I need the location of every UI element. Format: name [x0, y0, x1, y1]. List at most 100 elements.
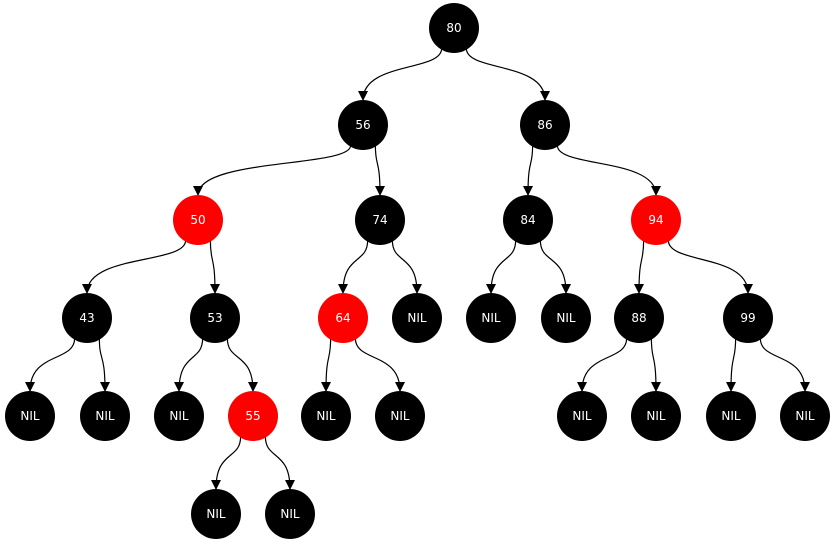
tree-node-n74: 74 [355, 195, 405, 245]
tree-node-nil99l: NIL [706, 391, 756, 441]
black-node-circle [355, 195, 405, 245]
tree-node-n55: 55 [228, 391, 278, 441]
tree-node-nil43l: NIL [5, 391, 55, 441]
tree-node-n86: 86 [520, 100, 570, 150]
node-label: 56 [355, 118, 370, 132]
tree-node-n64: 64 [318, 293, 368, 343]
black-node-circle [190, 293, 240, 343]
node-label: 94 [648, 213, 663, 227]
black-node-circle [375, 391, 425, 441]
edge-n43-nil43r [98, 338, 110, 392]
black-node-circle [723, 293, 773, 343]
tree-node-n99: 99 [723, 293, 773, 343]
black-node-circle [62, 293, 112, 343]
node-label: NIL [95, 409, 115, 423]
tree-node-n50: 50 [173, 195, 223, 245]
tree-node-nil99r: NIL [780, 391, 830, 441]
node-label: NIL [646, 409, 666, 423]
node-label: 88 [631, 311, 646, 325]
black-node-circle [392, 293, 442, 343]
tree-node-n53: 53 [190, 293, 240, 343]
black-node-circle [466, 293, 516, 343]
tree-node-nil88r: NIL [631, 391, 681, 441]
node-label: 53 [207, 311, 222, 325]
edge-n50-n43 [82, 240, 187, 294]
edge-n64-nil64l [321, 338, 332, 392]
tree-node-nil43r: NIL [80, 391, 130, 441]
node-label: 55 [245, 409, 260, 423]
tree-node-nil88l: NIL [557, 391, 607, 441]
tree-node-nil74r: NIL [392, 293, 442, 343]
node-label: NIL [390, 409, 410, 423]
edge-n99-nil99r [759, 338, 810, 392]
edge-layer [25, 48, 810, 490]
node-label: NIL [721, 409, 741, 423]
black-node-circle [429, 3, 479, 53]
node-label: 80 [446, 21, 461, 35]
tree-node-n80: 80 [429, 3, 479, 53]
black-node-circle [520, 100, 570, 150]
edge-n99-nil99l [726, 338, 737, 392]
edge-n84-nil84r [539, 240, 571, 294]
red-node-circle [631, 195, 681, 245]
black-node-circle [780, 391, 830, 441]
red-node-circle [228, 391, 278, 441]
black-node-circle [541, 293, 591, 343]
tree-node-nil84r: NIL [541, 293, 591, 343]
black-node-circle [5, 391, 55, 441]
edge-n94-n99 [667, 240, 753, 294]
red-node-circle [173, 195, 223, 245]
node-label: NIL [206, 507, 226, 521]
node-label: NIL [407, 311, 427, 325]
tree-node-nil53l: NIL [154, 391, 204, 441]
black-node-circle [614, 293, 664, 343]
red-node-circle [318, 293, 368, 343]
tree-node-n56: 56 [338, 100, 388, 150]
black-node-circle [80, 391, 130, 441]
node-label: 64 [335, 311, 350, 325]
black-node-circle [503, 195, 553, 245]
tree-node-nil84l: NIL [466, 293, 516, 343]
node-label: 99 [740, 311, 755, 325]
edge-n53-nil53l [174, 338, 204, 392]
edge-n86-n94 [556, 145, 661, 196]
black-node-circle [631, 391, 681, 441]
tree-node-nil64r: NIL [375, 391, 425, 441]
node-label: NIL [280, 507, 300, 521]
edge-n55-nil55l [211, 436, 242, 490]
edge-n80-n56 [358, 48, 443, 101]
node-label: NIL [20, 409, 40, 423]
tree-node-n94: 94 [631, 195, 681, 245]
edge-n74-n64 [338, 240, 369, 294]
node-label: 84 [520, 213, 535, 227]
edge-n50-n53 [209, 240, 220, 294]
edge-n80-n86 [465, 48, 550, 101]
tree-node-n84: 84 [503, 195, 553, 245]
black-node-circle [706, 391, 756, 441]
black-node-circle [191, 489, 241, 539]
black-node-circle [338, 100, 388, 150]
edge-n88-nil88l [577, 338, 628, 392]
node-label: NIL [481, 311, 501, 325]
node-label: NIL [795, 409, 815, 423]
node-label: NIL [316, 409, 336, 423]
node-label: 74 [372, 213, 387, 227]
tree-node-n88: 88 [614, 293, 664, 343]
edge-n56-n50 [193, 145, 352, 196]
edge-n64-nil64r [354, 338, 405, 392]
node-label: 50 [190, 213, 205, 227]
edge-n56-n74 [374, 145, 385, 196]
black-node-circle [265, 489, 315, 539]
black-node-circle [154, 391, 204, 441]
tree-node-nil55l: NIL [191, 489, 241, 539]
tree-node-n43: 43 [62, 293, 112, 343]
edge-n88-nil88r [650, 338, 661, 392]
edge-n86-n84 [523, 145, 534, 196]
black-node-circle [301, 391, 351, 441]
edge-n84-nil84l [486, 240, 517, 294]
node-label: 43 [79, 311, 94, 325]
tree-node-nil64l: NIL [301, 391, 351, 441]
edge-n53-n55 [226, 338, 258, 392]
